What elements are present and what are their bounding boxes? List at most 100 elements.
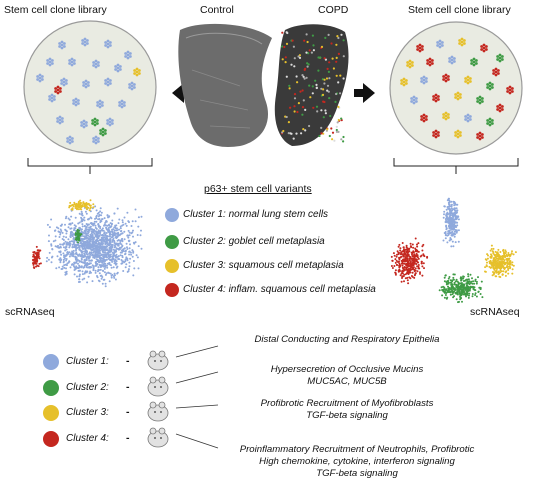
mouse-icon xyxy=(147,401,169,422)
scatter-point xyxy=(446,218,449,221)
copd-speck xyxy=(282,129,285,133)
scatter-point xyxy=(73,229,75,232)
clone-cell xyxy=(437,131,440,134)
scatter-point xyxy=(83,229,86,232)
clone-cell xyxy=(96,119,99,122)
scatter-point xyxy=(115,262,118,265)
copd-speck xyxy=(308,84,311,87)
scatter-point xyxy=(90,217,93,220)
clone-cell xyxy=(104,44,107,47)
scatter-point xyxy=(446,211,449,214)
scatter-point xyxy=(75,251,78,254)
scatter-point xyxy=(105,245,108,248)
scatter-point xyxy=(448,203,450,206)
scatter-point xyxy=(108,235,111,238)
clone-cell xyxy=(422,116,426,120)
clone-cell xyxy=(116,69,120,73)
clone-cell xyxy=(450,61,454,65)
scatter-point xyxy=(95,253,98,256)
clone-cell xyxy=(38,73,42,77)
copd-speck xyxy=(321,78,324,81)
scatter-point xyxy=(108,238,111,241)
scatter-point xyxy=(83,262,86,265)
scrnaseq-plot-right xyxy=(390,197,517,304)
scatter-point xyxy=(446,289,449,292)
scatter-point xyxy=(448,239,451,242)
scatter-point xyxy=(101,282,104,285)
scatter-point xyxy=(135,254,138,257)
scatter-point xyxy=(503,266,506,269)
scatter-point xyxy=(394,269,397,272)
scatter-point xyxy=(109,249,112,252)
clone-cell xyxy=(508,88,512,92)
scatter-point xyxy=(32,262,35,265)
scatter-point xyxy=(455,283,458,286)
scatter-point xyxy=(114,278,117,281)
clone-cell xyxy=(420,77,423,80)
copd-speck xyxy=(305,51,308,54)
scatter-point xyxy=(490,248,493,250)
scatter-point xyxy=(456,280,459,283)
scatter-point xyxy=(104,260,107,262)
copd-speck xyxy=(285,75,288,78)
scatter-point xyxy=(450,228,452,231)
copd-speck xyxy=(302,75,305,78)
clone-cell xyxy=(124,52,127,55)
clone-cell xyxy=(498,56,502,60)
scatter-point xyxy=(445,288,448,291)
scatter-point xyxy=(98,272,101,275)
copd-speck xyxy=(323,82,326,85)
scatter-point xyxy=(104,221,107,224)
scatter-point xyxy=(472,280,475,283)
scatter-point xyxy=(111,219,114,222)
clone-cell xyxy=(488,81,492,85)
scatter-point xyxy=(411,255,414,258)
scatter-point xyxy=(451,283,454,286)
scatter-point xyxy=(86,281,89,284)
scatter-point xyxy=(401,253,404,256)
scatter-point xyxy=(115,232,118,235)
scatter-point xyxy=(85,212,88,215)
copd-speck xyxy=(339,92,342,95)
clone-cell xyxy=(497,69,500,72)
scatter-point xyxy=(105,258,108,261)
clone-cell xyxy=(450,58,454,62)
clone-cell xyxy=(129,55,132,58)
scatter-point xyxy=(452,214,455,216)
scatter-point xyxy=(77,254,80,257)
scatter-point xyxy=(69,223,72,226)
scatter-point xyxy=(413,255,416,258)
scatter-point xyxy=(419,272,421,275)
clone-cell xyxy=(61,120,64,123)
scatter-point xyxy=(129,251,132,254)
clone-cell xyxy=(83,40,87,44)
scatter-point xyxy=(92,267,95,270)
clone-cell xyxy=(482,46,486,50)
scatter-point xyxy=(401,270,404,273)
scatter-point xyxy=(73,227,76,230)
clone-cell xyxy=(508,91,512,95)
clone-cell xyxy=(476,136,479,139)
copd-speck xyxy=(285,115,288,119)
scatter-point xyxy=(416,254,419,257)
scatter-point xyxy=(63,264,66,267)
scatter-point xyxy=(391,259,394,262)
arrow-left-icon xyxy=(172,83,193,103)
scatter-point xyxy=(104,242,107,244)
scatter-point xyxy=(445,219,448,222)
scatter-point xyxy=(98,260,101,263)
clone-cell xyxy=(496,55,499,58)
scatter-point xyxy=(81,278,84,281)
clone-cell xyxy=(108,120,112,124)
clone-cell xyxy=(97,64,100,67)
scatter-point xyxy=(105,264,108,267)
scatter-point xyxy=(81,204,84,207)
copd-speck xyxy=(289,106,292,109)
scatter-point xyxy=(504,261,507,264)
scatter-point xyxy=(471,282,474,285)
scatter-point xyxy=(84,228,87,230)
clone-dots-right xyxy=(400,37,514,141)
scatter-point xyxy=(410,264,413,267)
scatter-point xyxy=(462,275,465,278)
scatter-point xyxy=(449,293,452,296)
